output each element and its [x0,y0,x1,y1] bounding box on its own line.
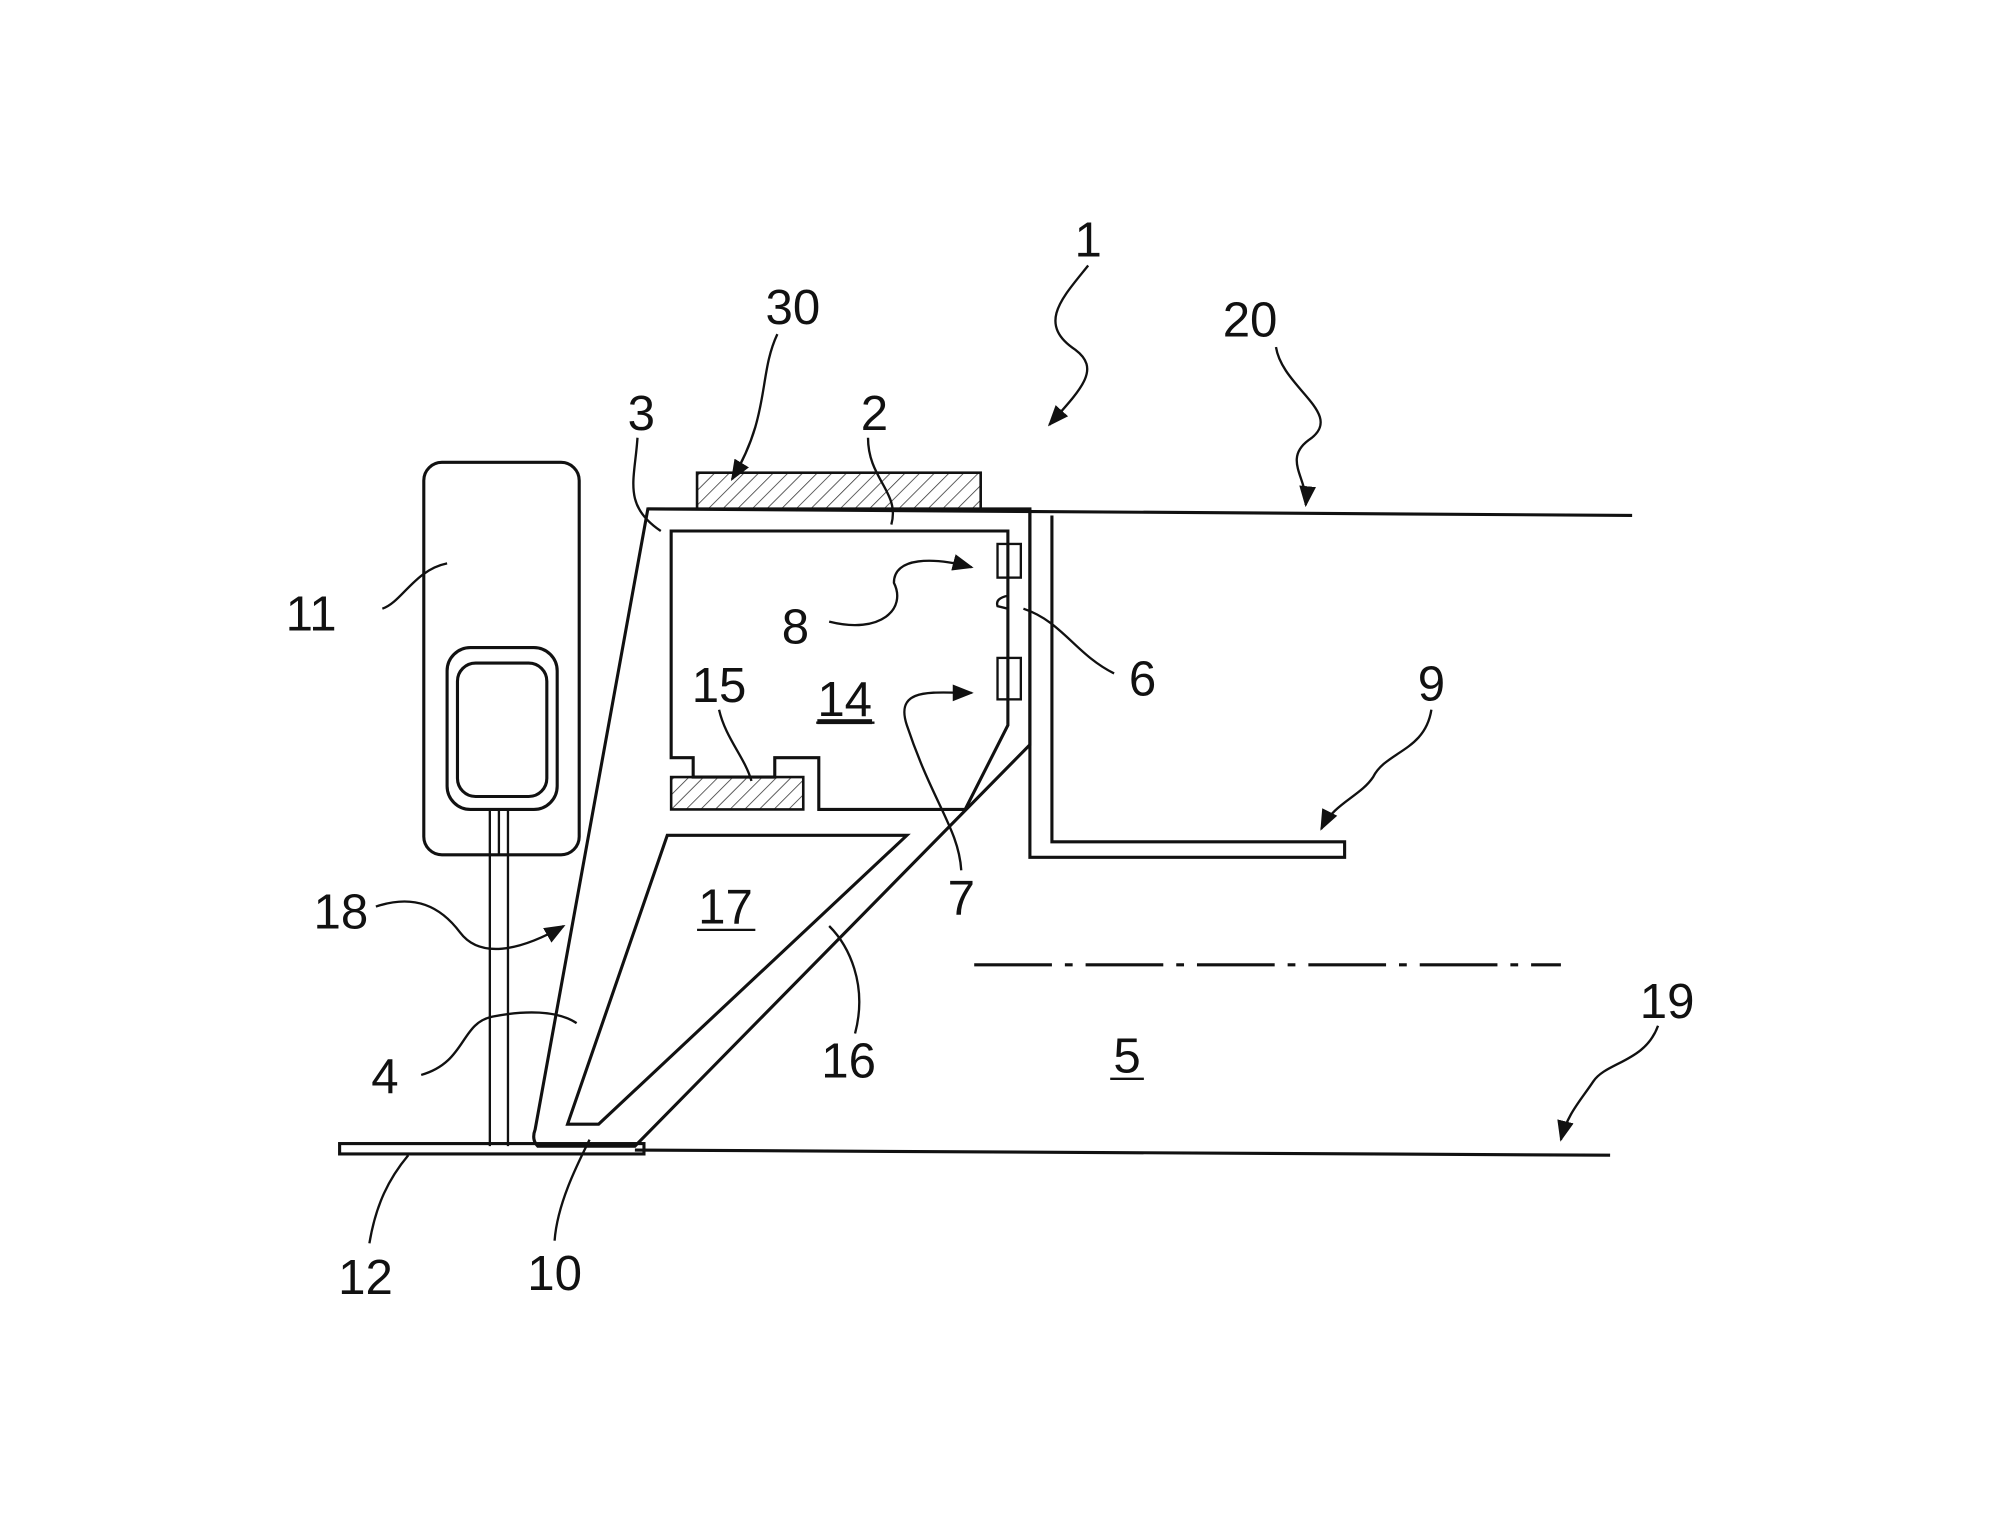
leader-lines [368,264,1660,1244]
label-18: 18 [314,885,369,940]
label-16: 16 [821,1034,876,1089]
component-11-core [455,661,549,799]
label-19: 19 [1640,974,1695,1029]
label-6: 6 [1129,651,1156,706]
label-4: 4 [371,1049,398,1104]
component-11 [422,460,581,857]
label-10: 10 [527,1246,582,1301]
label-7: 7 [948,870,975,925]
label-12: 12 [338,1250,393,1305]
rib-6 [995,577,1010,658]
profile-outer [532,507,1032,1148]
label-1: 1 [1074,212,1101,267]
notch-8 [996,542,1023,579]
label-20: 20 [1223,293,1278,348]
chamber-17 [565,833,911,1126]
label-14: 14 [817,672,872,727]
label-3: 3 [628,386,655,441]
notch-7 [996,656,1023,701]
block-30 [695,471,982,511]
chamber-14 [669,529,1010,811]
label-30: 30 [766,280,821,335]
label-8: 8 [782,600,809,655]
element-9 [1028,508,1347,859]
label-11: 11 [286,587,337,642]
label-17: 17 [698,879,753,934]
label-9: 9 [1418,657,1445,712]
insert-15 [669,775,805,811]
label-15: 15 [692,658,747,713]
component-11-inner [445,646,559,811]
line-19 [634,1148,1611,1157]
plate-12 [338,1142,646,1156]
label-2: 2 [861,386,888,441]
label-5: 5 [1113,1028,1140,1083]
